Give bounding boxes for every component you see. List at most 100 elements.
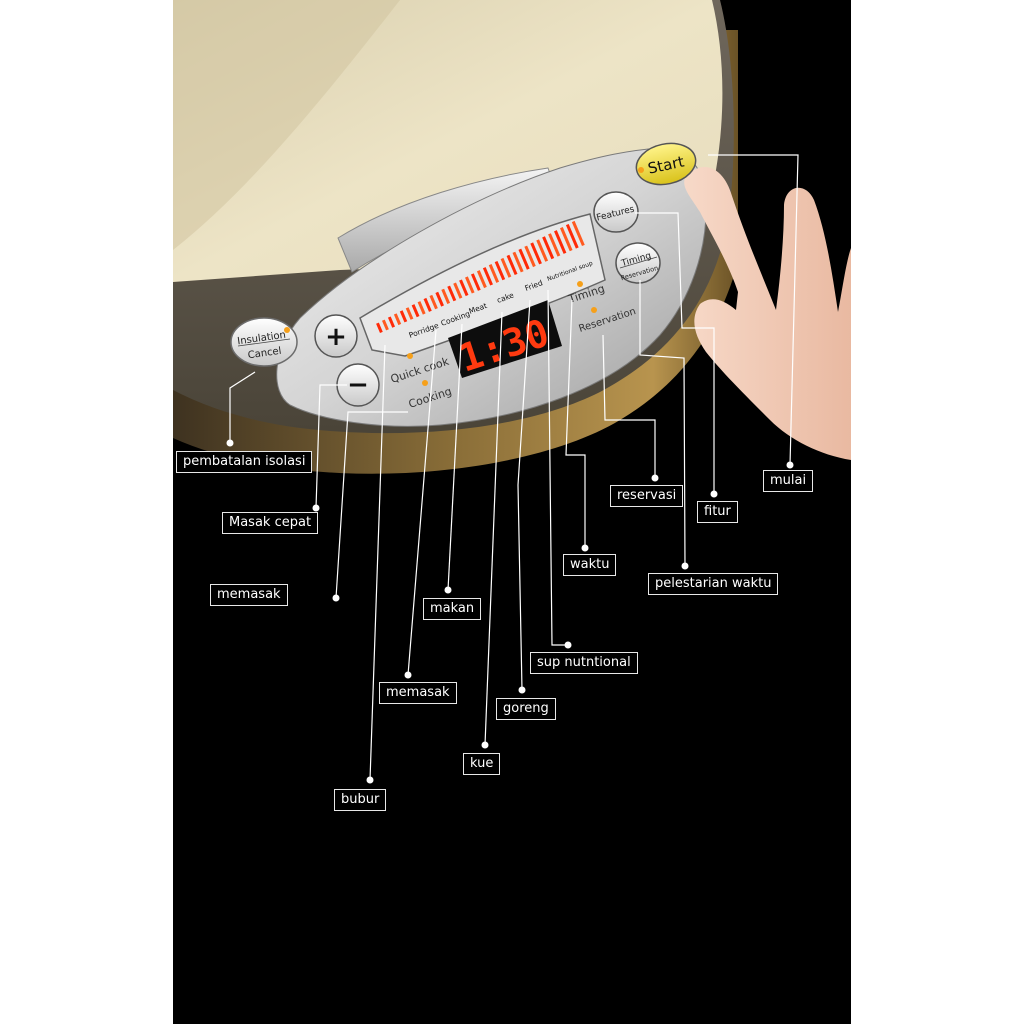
- led-bar-segment: [506, 254, 518, 276]
- led-bar-segment: [376, 322, 383, 333]
- leader-makan: [447, 323, 463, 591]
- dot-sup-nutntional: [564, 641, 572, 649]
- led-bar-segment: [500, 257, 512, 278]
- callout-pembatalan-isolasi: pembatalan isolasi: [176, 451, 313, 473]
- dot-fitur: [710, 490, 718, 498]
- insulation-cancel-button-face[interactable]: [230, 317, 298, 367]
- leader-waktu: [565, 299, 586, 548]
- led-bar-segment: [393, 313, 402, 326]
- led-bar-segment: [512, 251, 524, 273]
- dot-makan: [444, 586, 452, 594]
- led-bar-segment: [536, 239, 549, 262]
- callout-pelestarian-waktu: pelestarian waktu: [648, 573, 779, 595]
- led-bar-segment: [565, 223, 579, 249]
- leader-mulai: [708, 154, 799, 466]
- led-bar-segment: [530, 242, 542, 265]
- led-bar-segment: [399, 310, 408, 323]
- led-bar-segment: [405, 307, 414, 320]
- dot-kue: [481, 741, 489, 749]
- led-bar-strip: [376, 220, 585, 333]
- leader-reservasi: [602, 334, 656, 478]
- leader-pelestarian-waktu: [639, 280, 686, 567]
- leader-pembatalan-isolasi: [229, 371, 256, 443]
- callout-fitur: fitur: [697, 501, 738, 523]
- callout-waktu: waktu: [563, 554, 617, 576]
- led-bar-segment: [476, 270, 487, 289]
- time-display-box: [448, 300, 562, 378]
- features-button[interactable]: Features: [593, 191, 639, 233]
- callout-leader-dots: [226, 439, 794, 784]
- plus-button[interactable]: +: [314, 314, 358, 358]
- leader-goreng: [517, 299, 531, 691]
- leader-memasak-2: [407, 329, 437, 676]
- led-bar-segment: [447, 285, 457, 302]
- dot-mulai: [786, 461, 794, 469]
- pointing-hand: [684, 166, 851, 460]
- led-bar-segment: [465, 276, 475, 294]
- led-bar-segment: [417, 301, 426, 315]
- callout-memasak-2: memasak: [379, 682, 457, 704]
- led-bar-segment: [518, 248, 530, 270]
- insulation-indicator-light: [284, 327, 290, 333]
- dot-memasak-1: [332, 594, 340, 602]
- callout-leader-lines: [229, 154, 799, 781]
- led-bar-segment: [554, 230, 567, 254]
- callout-makan: makan: [423, 598, 482, 620]
- start-button-face[interactable]: [632, 138, 699, 190]
- led-bar-segment: [482, 267, 493, 286]
- callout-reservasi: reservasi: [610, 485, 684, 507]
- leader-memasak-1: [335, 411, 408, 599]
- callout-mulai: mulai: [763, 470, 814, 492]
- led-bar-segment: [423, 297, 432, 312]
- reservation-indicator-light: [591, 307, 597, 313]
- dot-pelestarian-waktu: [681, 562, 689, 570]
- led-bar-segment: [571, 220, 585, 246]
- dot-reservasi: [651, 474, 659, 482]
- callout-goreng: goreng: [496, 698, 556, 720]
- minus-icon: −: [347, 370, 369, 400]
- insulation-button-divider: [237, 338, 291, 347]
- leader-fitur: [635, 212, 715, 494]
- callout-memasak-1: memasak: [210, 584, 288, 606]
- callout-masak-cepat: Masak cepat: [222, 512, 319, 534]
- dot-masak-cepat: [312, 504, 320, 512]
- quick-cook-indicator-light: [407, 353, 413, 359]
- cancel-label: Cancel: [247, 346, 282, 362]
- timing-reservation-button[interactable]: Timing Reservation: [615, 242, 661, 284]
- start-indicator-light: [638, 167, 644, 173]
- leader-kue: [484, 311, 503, 746]
- callout-bubur: bubur: [334, 789, 387, 811]
- led-bar-segment: [453, 282, 463, 299]
- led-bar-segment: [488, 264, 500, 283]
- led-bar-segment: [441, 288, 451, 305]
- callout-kue: kue: [463, 753, 501, 775]
- cooking-indicator-light: [422, 380, 428, 386]
- dot-goreng: [518, 686, 526, 694]
- led-bar-segment: [411, 304, 420, 318]
- led-bar-segment: [494, 260, 506, 281]
- led-bar-segment: [559, 227, 573, 252]
- plus-button-face[interactable]: [314, 314, 358, 358]
- callout-sup-nutntional: sup nutntional: [530, 652, 638, 674]
- led-bar-segment: [429, 294, 438, 310]
- leader-bubur: [369, 344, 386, 781]
- features-button-face[interactable]: [593, 191, 639, 233]
- led-bar-segment: [387, 316, 396, 328]
- led-bar-segment: [435, 291, 444, 307]
- plus-icon: +: [325, 322, 347, 352]
- dot-waktu: [581, 544, 589, 552]
- leader-masak-cepat: [315, 384, 347, 509]
- led-bar-segment: [542, 236, 555, 260]
- led-bar-segment: [459, 279, 469, 297]
- led-bar-segment: [548, 233, 561, 257]
- dot-pembatalan-isolasi: [226, 439, 234, 447]
- timing-indicator-light: [577, 281, 583, 287]
- led-bar-segment: [524, 245, 536, 268]
- dot-bubur: [366, 776, 374, 784]
- start-button[interactable]: Start: [632, 138, 699, 190]
- dot-memasak-2: [404, 671, 412, 679]
- lid-shading: [173, 0, 400, 250]
- insulation-cancel-button[interactable]: Insulation Cancel: [230, 317, 298, 367]
